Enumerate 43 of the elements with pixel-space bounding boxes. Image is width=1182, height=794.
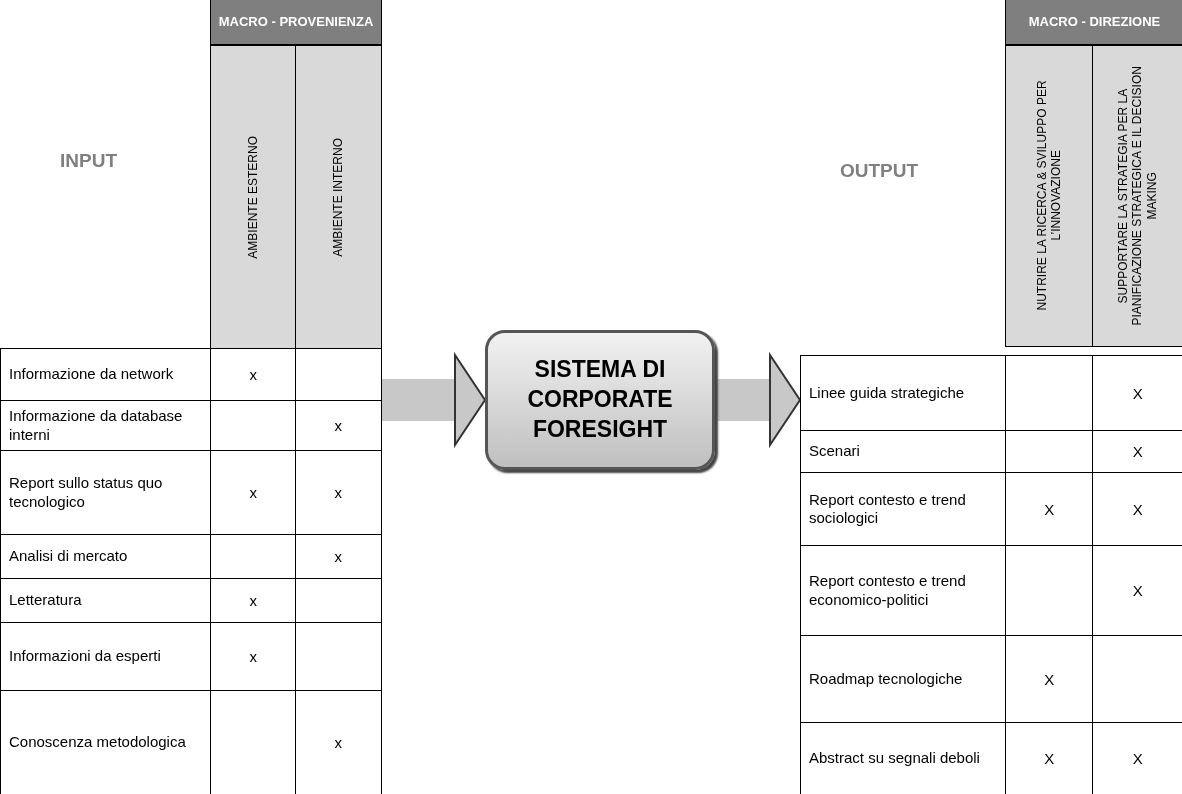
table-cell: Abstract su segnali deboli <box>800 722 1007 794</box>
table-cell: Conoscenza metodologica <box>0 690 212 794</box>
column-header-text: NUTRIRE LA RICERCA & SVILUPPO PER L’INNOVAZIONE <box>1034 79 1064 313</box>
table-cell: x <box>210 348 297 402</box>
table-cell: Linee guida strategiche <box>800 355 1007 432</box>
table-cell: X <box>1092 722 1182 794</box>
table-cell: X <box>1005 635 1094 724</box>
group-header: MACRO - PROVENIENZA <box>210 0 382 45</box>
table-cell: Informazione da network <box>0 348 212 402</box>
table-cell: Scenari <box>800 430 1007 474</box>
section-heading: OUTPUT <box>840 160 920 182</box>
table-cell: x <box>210 450 297 536</box>
process-label: SISTEMA DI CORPORATE FORESIGHT <box>526 355 674 444</box>
table-cell: X <box>1005 722 1094 794</box>
block-arrow <box>715 354 801 446</box>
data-table <box>800 0 1182 794</box>
table-cell: Informazioni da esperti <box>0 622 212 692</box>
column-header-text: AMBIENTE ESTERNO <box>246 135 261 259</box>
column-header-text: AMBIENTE INTERNO <box>331 137 346 257</box>
table-cell: x <box>295 690 382 794</box>
data-table <box>0 0 382 794</box>
table-cell: x <box>210 578 297 624</box>
group-header: MACRO - DIREZIONE <box>1005 0 1182 45</box>
table-cell: Analisi di mercato <box>0 534 212 580</box>
table-cell: X <box>1092 430 1182 474</box>
table-cell: X <box>1092 472 1182 547</box>
table-cell: Letteratura <box>0 578 212 624</box>
column-header-text: SUPPORTARE LA STRATEGIA PER LA PIANIFICAZIONE STRATEGICA E IL DECISION MAKING <box>1116 65 1160 328</box>
table-cell: X <box>1005 472 1094 547</box>
table-cell: x <box>295 534 382 580</box>
table-cell: Report contesto e trend economico-politici <box>800 545 1007 637</box>
table-cell: Report sullo status quo tecnologico <box>0 450 212 536</box>
table-cell: Report contesto e trend sociologici <box>800 472 1007 547</box>
table-cell: x <box>295 400 382 452</box>
table-cell: X <box>1092 545 1182 637</box>
table-cell: Informazione da database interni <box>0 400 212 452</box>
table-cell: x <box>295 450 382 536</box>
table-cell: Roadmap tecnologiche <box>800 635 1007 724</box>
table-cell: x <box>210 622 297 692</box>
block-arrow <box>382 354 486 446</box>
process-box <box>485 330 715 470</box>
table-cell: X <box>1092 355 1182 432</box>
section-heading: INPUT <box>60 150 118 172</box>
